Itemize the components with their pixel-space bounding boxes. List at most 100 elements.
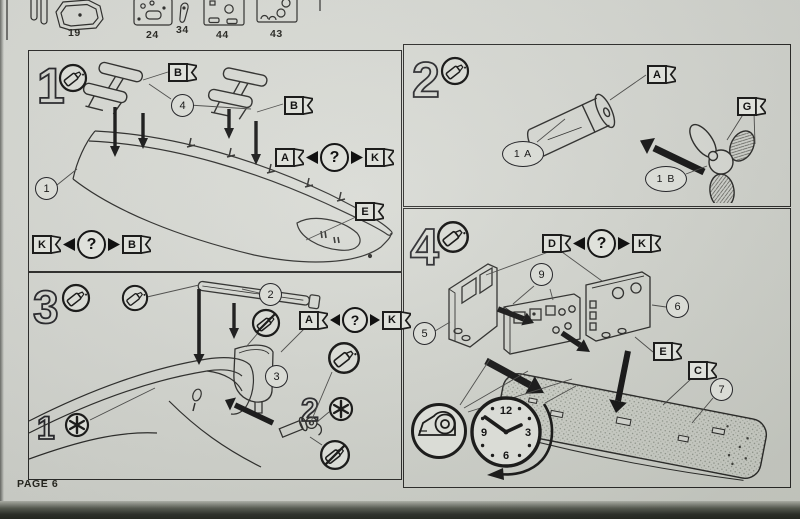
flag-c: C (688, 361, 717, 380)
question-circle: ? (342, 307, 368, 333)
flag-tail-icon (141, 235, 151, 254)
callout-pole: 2 (259, 283, 282, 306)
flag-letter: C (688, 361, 708, 380)
glue-icon (61, 283, 91, 313)
callout-left-wall: 5 (413, 322, 436, 345)
wait-arrow (487, 403, 554, 480)
stern-hull-drawing (29, 357, 262, 468)
part-19-drawing (55, 0, 104, 31)
arrow-left-icon (330, 314, 340, 326)
decision-symbol-a-k: A ? K (275, 143, 394, 172)
step-3-panel: 3 1 2 (28, 272, 411, 480)
flag-b-right: B (284, 96, 313, 115)
flag-letter: A (299, 310, 319, 330)
tape-icon (411, 403, 467, 459)
flag-tail-icon (51, 235, 61, 254)
shaft-housing-part-drawing (526, 93, 616, 158)
glue-icon (440, 56, 470, 86)
arrow-right-icon (108, 238, 120, 251)
step-3-drawing: 3 1 2 (29, 280, 333, 468)
flag-k: K (365, 148, 394, 167)
flag-tail-icon (401, 310, 411, 330)
flag-k: K (32, 235, 61, 254)
flag-tail-icon (303, 96, 313, 115)
decision-symbol-d-k: D ? K (542, 229, 661, 258)
arrow-right-icon (618, 237, 630, 250)
flag-tail-icon (294, 148, 304, 167)
arrow-left-icon (306, 151, 318, 164)
decision-symbol-k-b: K ? B (32, 230, 151, 259)
part-number-34: 34 (176, 24, 189, 36)
part-number-43: 43 (270, 28, 283, 40)
flag-e: E (653, 342, 682, 361)
right-bulkhead-part-drawing (585, 271, 651, 342)
flag-k: K (382, 310, 411, 330)
page-number: PAGE 6 (17, 478, 59, 490)
propshaft-part-drawing (278, 416, 323, 439)
flag-tail-icon (374, 202, 384, 221)
decision-symbol-a-k: A ? K (299, 307, 411, 333)
part-sprue-pin (30, 0, 38, 21)
flag-letter: A (275, 148, 295, 167)
assembly-arrows (193, 289, 275, 426)
asterisk-icon (328, 396, 354, 422)
flag-tail-icon (756, 97, 766, 116)
glue-icon (58, 63, 88, 93)
console-part-drawing (503, 293, 581, 355)
quantity-number-hull: 1 (37, 410, 55, 446)
part-24-drawing (133, 0, 173, 26)
flag-tail-icon (651, 234, 661, 253)
leader-lines (56, 71, 357, 241)
asterisk-icon (64, 412, 90, 438)
step-2-panel: 2 (403, 44, 791, 207)
callout-rudder: 3 (265, 365, 288, 388)
arrow-left-icon (63, 238, 75, 251)
part-label-1b: 1 B (645, 166, 687, 192)
flag-b: B (122, 235, 151, 254)
quantity-number-shaft: 2 (301, 392, 319, 428)
glue-icon (328, 342, 360, 374)
question-circle: ? (77, 230, 106, 259)
callout-deck: 7 (710, 378, 733, 401)
step-2-drawing: 2 (411, 51, 756, 203)
flag-letter: B (122, 235, 142, 254)
propeller-part-drawing (689, 123, 755, 203)
flag-letter: A (647, 65, 667, 84)
flag-k: K (632, 234, 661, 253)
clock-6: 6 (503, 450, 509, 462)
flag-letter: K (32, 235, 52, 254)
flag-tail-icon (707, 361, 717, 380)
flag-a: A (299, 310, 328, 330)
rudder-part-drawing (233, 344, 274, 414)
flag-tail-icon (666, 65, 676, 84)
no-glue-icon (251, 308, 281, 338)
glue-icon (437, 221, 469, 253)
flag-a: A (647, 65, 676, 84)
callout-cleats: 4 (171, 94, 194, 117)
flag-a: A (275, 148, 304, 167)
part-34-drawing (179, 2, 189, 23)
clock-3: 3 (525, 427, 531, 439)
part-number-19: 19 (68, 27, 81, 39)
clock-12: 12 (500, 405, 512, 417)
scan-bottom-edge (0, 501, 800, 519)
assembly-arrows (110, 107, 261, 165)
part-label-1a: 1 A (502, 141, 544, 167)
question-circle: ? (587, 229, 616, 258)
flag-letter: D (542, 234, 562, 253)
scan-left-edge (0, 0, 4, 503)
flag-letter: E (355, 202, 375, 221)
flag-g: G (737, 97, 766, 116)
clock-9: 9 (481, 427, 487, 439)
flag-tail-icon (672, 342, 682, 361)
cleat-part-drawing-right (207, 67, 268, 120)
arrow-left-icon (573, 237, 585, 250)
flag-tail-icon (318, 310, 328, 330)
clock-hands (483, 415, 523, 435)
flag-e: E (355, 202, 384, 221)
stanchion-pins (186, 137, 346, 202)
arrow-right-icon (351, 151, 363, 164)
clock-icon: 12 3 6 9 (470, 396, 554, 480)
flag-tail-icon (384, 148, 394, 167)
left-bulkhead-part-drawing (448, 263, 498, 348)
